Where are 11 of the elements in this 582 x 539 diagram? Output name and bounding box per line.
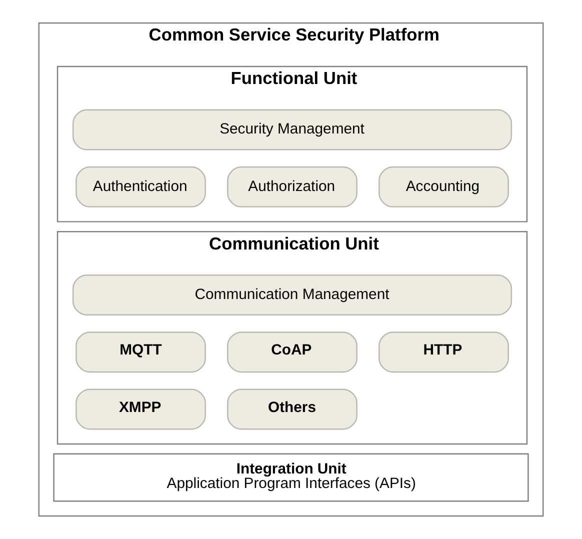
- node-box: CoAP: [227, 332, 358, 373]
- node-box: Authorization: [227, 166, 358, 208]
- node-box: MQTT: [76, 332, 206, 373]
- node-box: Accounting: [378, 166, 509, 208]
- node-box: Integration Unit Application Program Interfaces (APIs): [53, 453, 529, 502]
- node-box: XMPP: [76, 388, 206, 430]
- node-box: HTTP: [378, 332, 509, 373]
- node-box: Communication Management: [72, 274, 512, 316]
- node-box: Others: [227, 388, 358, 430]
- node-box: Security Management: [72, 109, 512, 150]
- node-box: Authentication: [76, 166, 206, 208]
